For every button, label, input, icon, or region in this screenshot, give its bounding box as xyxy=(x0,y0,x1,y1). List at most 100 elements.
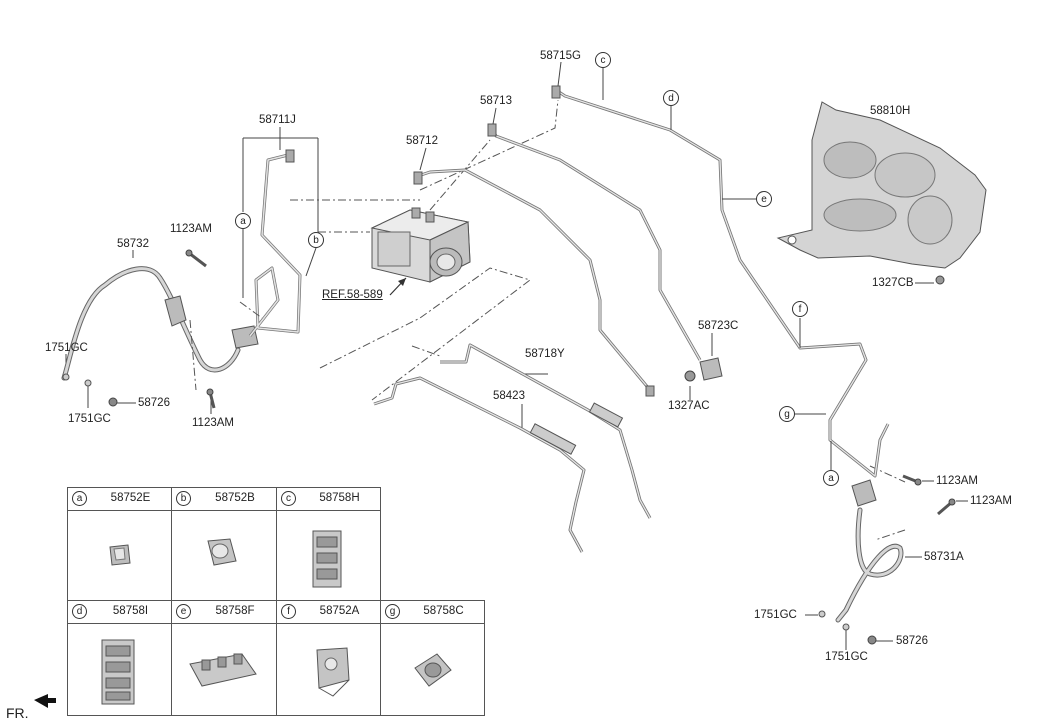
bolt-1123AM-b xyxy=(206,388,216,409)
leader-58715G xyxy=(557,61,562,87)
clip-1751GC-a xyxy=(62,373,70,381)
guide-7 xyxy=(189,319,197,391)
guide-4 xyxy=(429,139,491,211)
bolt-1123AM-d xyxy=(937,498,956,516)
legend-letter-a: a xyxy=(72,491,87,506)
clip-1751GC-b xyxy=(84,379,92,387)
label-1327CB: 1327CB xyxy=(872,277,914,289)
legend-letter-b: b xyxy=(176,491,191,506)
label-1123AM-d: 1123AM xyxy=(970,495,1012,507)
hose-58732-core xyxy=(62,267,240,380)
legend-code-c: 58758H xyxy=(319,492,360,504)
label-58423: 58423 xyxy=(493,390,525,402)
legend-code-a: 58752E xyxy=(110,492,151,504)
fitting-58715G xyxy=(551,85,561,99)
fitting-58713 xyxy=(487,123,497,137)
sleeve-58423 xyxy=(529,423,577,455)
fitting-58711J xyxy=(285,149,295,163)
hose-58731A xyxy=(835,507,904,623)
bracket-58723C xyxy=(684,357,723,382)
legend-cell-a: a 58752E xyxy=(67,487,172,601)
label-58726-b: 58726 xyxy=(896,635,928,647)
bolt-58726-b xyxy=(867,635,877,645)
label-58810H: 58810H xyxy=(870,105,911,117)
label-1751GC-b: 1751GC xyxy=(68,413,111,425)
legend-code-e: 58758F xyxy=(215,605,255,617)
tube-58713 xyxy=(490,127,702,361)
label-1123AM-a: 1123AM xyxy=(170,223,212,235)
callout-b: b xyxy=(308,232,324,248)
bracket-right xyxy=(851,479,877,507)
clip-58758H-icon xyxy=(312,530,342,588)
label-58715G: 58715G xyxy=(540,50,581,62)
label-58723C: 58723C xyxy=(698,320,739,332)
leader-58712 xyxy=(419,147,427,171)
bracket-left-2 xyxy=(231,325,259,349)
ref-arrow-head xyxy=(398,278,406,286)
guide-9 xyxy=(874,529,906,541)
heat-protector-58810H xyxy=(776,101,987,285)
callout-f: f xyxy=(792,301,808,317)
tube-58715G-core xyxy=(555,89,889,477)
legend-code-f: 58752A xyxy=(319,605,360,617)
legend-letter-d: d xyxy=(72,604,87,619)
tube-58711J-core xyxy=(249,154,301,337)
label-1123AM-c: 1123AM xyxy=(936,475,978,487)
bolt-1123AM-c xyxy=(902,474,922,486)
abs-modulator xyxy=(370,207,471,283)
label-58711J: 58711J xyxy=(259,114,296,126)
callout-d: d xyxy=(663,90,679,106)
bracket-left xyxy=(164,295,187,327)
label-1751GC-a: 1751GC xyxy=(45,342,88,354)
front-label: FR. xyxy=(6,705,29,721)
clip-58752B-icon xyxy=(207,538,237,566)
clip-58758F-icon xyxy=(189,653,257,687)
callout-e: e xyxy=(756,191,772,207)
legend-letter-g: g xyxy=(385,604,400,619)
bolt-1123AM-a xyxy=(185,249,207,268)
fitting-58712 xyxy=(413,171,423,185)
clip-58758I-icon xyxy=(101,639,135,705)
hose-58731A-core xyxy=(836,508,903,622)
legend-cell-f: f 58752A xyxy=(276,600,381,716)
label-58712: 58712 xyxy=(406,135,438,147)
callout-g: g xyxy=(779,406,795,422)
callout-a: a xyxy=(235,213,251,229)
label-1123AM-b: 1123AM xyxy=(192,417,234,429)
callout-a-right: a xyxy=(823,470,839,486)
tube-58423-core xyxy=(373,377,585,553)
callout-c: c xyxy=(595,52,611,68)
tube-58713-core xyxy=(491,127,701,361)
clip-58752E-icon xyxy=(109,544,131,566)
label-58718Y: 58718Y xyxy=(525,348,565,360)
clip-58752A-icon xyxy=(316,647,350,697)
guide-3 xyxy=(419,99,559,191)
front-arrow-icon xyxy=(34,694,56,708)
reference-label: REF.58-589 xyxy=(322,289,383,301)
legend-letter-c: c xyxy=(281,491,296,506)
leader-b1 xyxy=(305,247,317,277)
label-1327AC: 1327AC xyxy=(668,400,710,412)
label-58726-a: 58726 xyxy=(138,397,170,409)
legend-code-g: 58758C xyxy=(423,605,464,617)
label-58731A: 58731A xyxy=(924,551,964,563)
guide-6 xyxy=(411,345,441,357)
hose-58732 xyxy=(61,266,241,381)
legend-cell-c: c 58758H xyxy=(276,487,381,601)
leader-58713 xyxy=(492,107,497,125)
clip-1751GC-d xyxy=(842,623,850,631)
legend-letter-f: f xyxy=(281,604,296,619)
guide-8 xyxy=(239,301,263,319)
sleeve-58718Y xyxy=(588,402,624,428)
label-1751GC-d: 1751GC xyxy=(825,651,868,663)
label-1751GC-c: 1751GC xyxy=(754,609,797,621)
clip-58758C-icon xyxy=(414,653,452,687)
clip-1751GC-c xyxy=(818,610,826,618)
tube-58712-core xyxy=(417,169,651,391)
guide-5 xyxy=(319,267,532,401)
